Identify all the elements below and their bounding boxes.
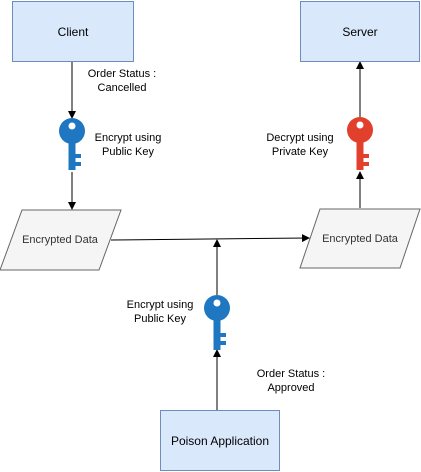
poison-application-node[interactable]: Poison Application [160, 410, 280, 471]
key-icon [204, 295, 230, 350]
encrypt-public-key-bottom-label: Encrypt using Public Key [126, 299, 194, 325]
key-icon [347, 117, 373, 170]
key-icon [59, 118, 85, 170]
client-label: Client [57, 24, 89, 39]
arrow-encrypted-left-to-right [110, 234, 310, 243]
encrypted-data-right-shape[interactable] [299, 208, 421, 269]
decrypt-private-key-label: Decrypt using Private Key [266, 132, 334, 158]
poison-application-label: Poison Application [170, 433, 270, 448]
encrypt-public-key-top-label: Encrypt using Public Key [94, 132, 162, 158]
client-node[interactable]: Client [12, 1, 134, 62]
encrypted-data-left-label: Encrypted Data [22, 234, 98, 246]
server-label: Server [342, 24, 378, 39]
encrypted-data-left-shape[interactable] [0, 209, 122, 271]
encrypted-data-right-label: Encrypted Data [322, 233, 398, 245]
server-node[interactable]: Server [300, 1, 420, 62]
order-status-cancelled-label: Order Status : Cancelled [87, 68, 157, 94]
order-status-approved-label: Order Status : Approved [256, 368, 326, 394]
